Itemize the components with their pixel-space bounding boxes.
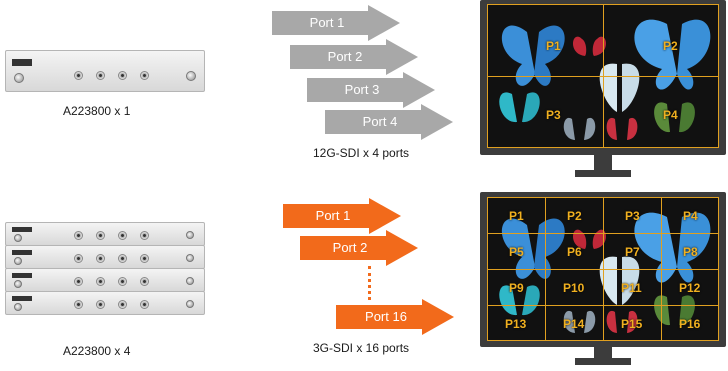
butterfly-icon xyxy=(501,25,565,86)
screen-label-p4: P4 xyxy=(663,108,678,122)
screen-label-p11: P11 xyxy=(621,281,642,295)
bottom-signal-label: 3G-SDI x 16 ports xyxy=(313,341,410,355)
top-signal-label: 12G-SDI x 4 ports xyxy=(313,146,410,160)
top-device-label: A223800 x 1 xyxy=(63,104,131,118)
rack-unit xyxy=(5,245,205,269)
screen-label-p9: P9 xyxy=(509,281,524,295)
ellipsis-dotted-line xyxy=(368,266,371,300)
bottom-monitor-screen: P1 P2 P3 P4 P5 P6 P7 P8 P9 P10 P11 P12 P… xyxy=(487,197,719,341)
rack-unit xyxy=(5,50,205,92)
screen-label-p14: P14 xyxy=(563,317,585,331)
screen-label-p8: P8 xyxy=(683,245,698,259)
screen-label-p13: P13 xyxy=(505,317,527,331)
screen-label-p5: P5 xyxy=(509,245,524,259)
screen-label-p3: P3 xyxy=(625,209,640,223)
screen-label-p7: P7 xyxy=(625,245,640,259)
screen-label-p4: P4 xyxy=(683,209,698,223)
screen-label-p16: P16 xyxy=(679,317,701,331)
top-monitor-screen: P1 P2 P3 P4 xyxy=(487,4,719,148)
bottom-device-label: A223800 x 4 xyxy=(63,344,131,358)
screen-label-p2: P2 xyxy=(663,39,678,53)
rack-unit xyxy=(5,268,205,292)
screen-label-p10: P10 xyxy=(563,281,585,295)
screen-label-p12: P12 xyxy=(679,281,701,295)
screen-label-p2: P2 xyxy=(567,209,582,223)
rack-unit xyxy=(5,291,205,315)
screen-label-p1: P1 xyxy=(509,209,524,223)
rack-unit xyxy=(5,222,205,246)
screen-label-p3: P3 xyxy=(546,108,561,122)
screen-label-p6: P6 xyxy=(567,245,582,259)
power-knob-icon xyxy=(14,73,24,83)
screen-label-p15: P15 xyxy=(621,317,643,331)
screen-label-p1: P1 xyxy=(546,39,561,53)
